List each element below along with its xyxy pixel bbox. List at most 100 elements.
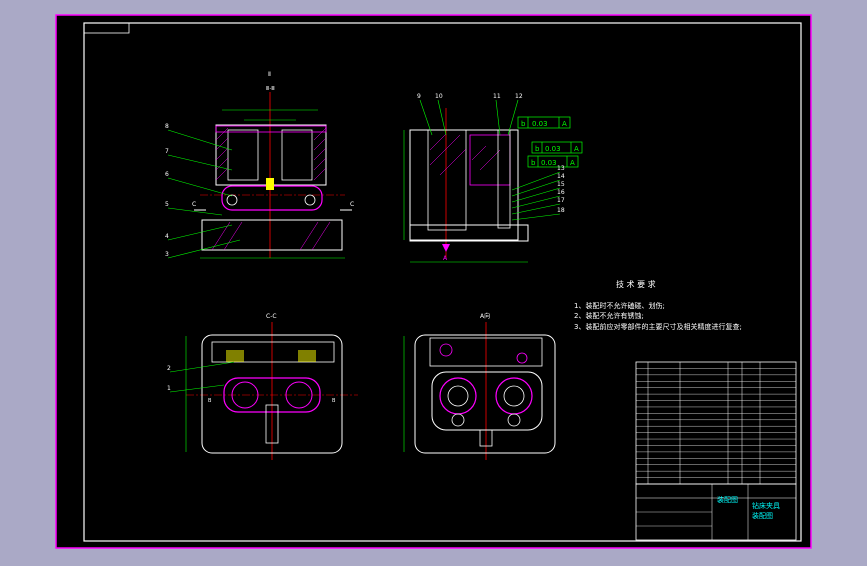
front-view-title: Ⅱ xyxy=(268,71,271,78)
section-workpiece xyxy=(223,377,321,413)
part-balloon-front-5: 5 xyxy=(165,201,223,216)
part-balloon-side-10: 10 xyxy=(435,93,447,136)
top-view-title: A向 xyxy=(480,312,490,320)
section-mark-b-left: B xyxy=(208,398,212,404)
tech-req-item-1: 1、装配时不允许磕碰、划伤; xyxy=(574,301,665,310)
tech-requirements: 技 术 要 求 1、装配时不允许磕碰、划伤; 2、装配不允许有锈蚀; 3、装配前… xyxy=(574,279,742,331)
part-balloon-side-14: 14 xyxy=(511,173,565,197)
parts-list xyxy=(635,361,797,485)
svg-text:0.03: 0.03 xyxy=(532,120,548,128)
section-mark-b-right: B xyxy=(332,398,336,404)
part-balloon-front-4: 4 xyxy=(165,224,233,241)
tolerance-frame-2: b 0.03 A xyxy=(531,141,583,154)
top-stem xyxy=(479,429,493,447)
front-pin-left xyxy=(226,194,238,206)
part-balloon-front-8: 8 xyxy=(165,123,233,151)
top-view: A向 xyxy=(403,312,556,460)
side-hatch xyxy=(429,133,501,176)
part-balloon-side-13: 13 xyxy=(511,165,565,191)
front-pin-right xyxy=(304,194,316,206)
section-bore-left xyxy=(231,381,259,409)
front-bush-right xyxy=(281,129,313,181)
tech-req-heading: 技 术 要 求 xyxy=(616,279,656,289)
part-balloon-front-7: 7 xyxy=(165,148,233,171)
section-mark-c-right: C xyxy=(350,201,354,208)
part-balloon-side-17: 17 xyxy=(511,197,565,215)
part-balloon-side-16: 16 xyxy=(511,189,565,209)
balloon-label: 8 xyxy=(165,123,169,130)
section-cc-title: C-C xyxy=(266,313,277,320)
balloon-label: 13 xyxy=(557,165,565,172)
part-balloon-side-15: 15 xyxy=(511,181,565,203)
svg-text:b: b xyxy=(521,120,526,128)
side-column xyxy=(427,129,467,231)
balloon-label: 7 xyxy=(165,148,169,155)
section-outline xyxy=(201,334,343,454)
section-stem xyxy=(265,404,279,444)
top-bush-right-inner xyxy=(503,385,525,407)
svg-text:b: b xyxy=(531,159,536,167)
tolerance-frame-1: b 0.03 A xyxy=(517,116,571,129)
title-project-name: 钻床夹具 xyxy=(752,501,780,510)
balloon-label: 3 xyxy=(165,251,169,258)
part-balloon-front-3: 3 xyxy=(165,239,241,259)
datum-triangle xyxy=(442,244,450,252)
top-bush-left-inner xyxy=(447,385,469,407)
svg-text:0.03: 0.03 xyxy=(545,145,561,153)
front-base-hatch xyxy=(211,221,331,251)
tech-req-item-3: 3、装配前应对零部件的主要尺寸及相关精度进行复查; xyxy=(574,322,742,331)
svg-text:b: b xyxy=(535,145,540,153)
top-screw-left xyxy=(451,413,465,427)
part-balloon-side-9: 9 xyxy=(417,93,433,136)
part-balloon-section-2: 2 xyxy=(167,361,235,373)
balloon-label: 18 xyxy=(557,207,565,214)
balloon-label: 2 xyxy=(167,365,171,372)
top-screw-right xyxy=(507,413,521,427)
top-plate xyxy=(429,337,543,367)
svg-text:A: A xyxy=(570,159,575,167)
balloon-label: 1 xyxy=(167,385,171,392)
front-base xyxy=(201,219,343,251)
front-hatch xyxy=(215,127,327,181)
code-box xyxy=(83,22,130,34)
balloon-label: 11 xyxy=(493,93,501,100)
part-balloon-side-12: 12 xyxy=(507,93,523,136)
balloon-label: 16 xyxy=(557,189,565,196)
tech-req-item-2: 2、装配不允许有锈蚀; xyxy=(574,311,644,320)
section-bore-right xyxy=(285,381,313,409)
side-guide-bar xyxy=(497,129,511,229)
top-outline xyxy=(414,334,556,454)
title-sheet-label: 装配图 xyxy=(752,511,773,520)
side-view: A b 0.03 A b 0.03 A b 0.03 A 9 10 11 12 1314… xyxy=(403,93,583,263)
front-bush-left xyxy=(227,129,259,181)
balloon-label: 15 xyxy=(557,181,565,188)
section-top-rail xyxy=(211,341,335,363)
title-drawing-name: 装配图 xyxy=(717,495,738,504)
front-screw xyxy=(266,178,274,190)
balloon-label: 4 xyxy=(165,233,169,240)
balloon-label: 10 xyxy=(435,93,443,100)
balloon-label: 14 xyxy=(557,173,565,180)
front-view-subtitle: Ⅲ-Ⅲ xyxy=(266,86,275,92)
front-view: Ⅱ Ⅲ-Ⅲ C C 8 7 6 5 4 3 xyxy=(165,71,354,259)
drawing-sheet xyxy=(56,15,811,548)
drawing-frame xyxy=(83,22,802,542)
section-mark-c-left: C xyxy=(192,201,196,208)
svg-text:0.03: 0.03 xyxy=(541,159,557,167)
balloon-label: 5 xyxy=(165,201,169,208)
balloon-label: 9 xyxy=(417,93,421,100)
datum-a-label: A xyxy=(443,255,448,262)
tolerance-frame-3: b 0.03 A xyxy=(527,155,579,168)
balloon-label: 17 xyxy=(557,197,565,204)
part-balloon-front-6: 6 xyxy=(165,171,233,197)
part-balloon-side-11: 11 xyxy=(493,93,501,136)
top-hole-1 xyxy=(439,343,453,357)
top-hole-2 xyxy=(516,352,528,364)
side-base xyxy=(409,224,529,242)
part-balloon-side-18: 18 xyxy=(511,207,565,221)
title-block: 装配图 钻床夹具 装配图 xyxy=(635,483,797,541)
front-top-plate xyxy=(215,125,327,133)
sheet-border xyxy=(55,14,812,549)
